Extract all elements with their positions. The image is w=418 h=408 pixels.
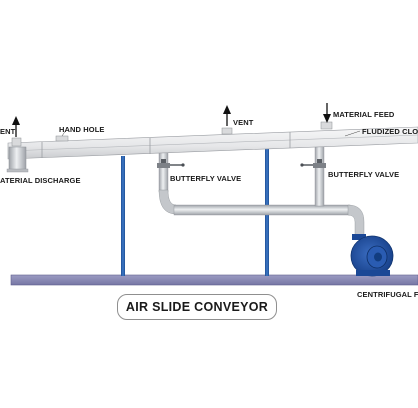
label-butterfly-valve-right: BUTTERFLY VALVE (328, 170, 400, 179)
vent-middle-arrow (223, 105, 231, 126)
air-duct (158, 141, 365, 237)
discharge-chute (6, 137, 29, 173)
label-vent-left: ENT (0, 127, 16, 136)
butterfly-valve-right (300, 159, 326, 168)
hand-hole-leader (61, 129, 67, 137)
fluidized-cloth-leader (344, 130, 361, 137)
label-centrifugal-fan: CENTRIFUGAL FA (357, 290, 418, 299)
centrifugal-fan (350, 234, 394, 277)
vent-left-arrow (12, 116, 20, 137)
label-material-discharge: ATERIAL DISCHARGE (0, 176, 81, 185)
support-column-left (121, 156, 125, 276)
material-feed-arrow (323, 103, 331, 123)
label-vent-middle: VENT (233, 118, 254, 127)
label-butterfly-valve-left: BUTTERFLY VALVE (170, 174, 242, 183)
diagram-title-box: AIR SLIDE CONVEYOR (117, 294, 277, 320)
label-material-feed: MATERIAL FEED (333, 110, 395, 119)
butterfly-valve-left (157, 159, 185, 168)
label-hand-hole: HAND HOLE (59, 125, 105, 134)
label-fluidized-cloth: FLUDIZED CLOT (362, 127, 418, 136)
floor-slab (10, 274, 418, 286)
air-slide-trough (7, 121, 418, 160)
diagram-title: AIR SLIDE CONVEYOR (125, 300, 269, 314)
